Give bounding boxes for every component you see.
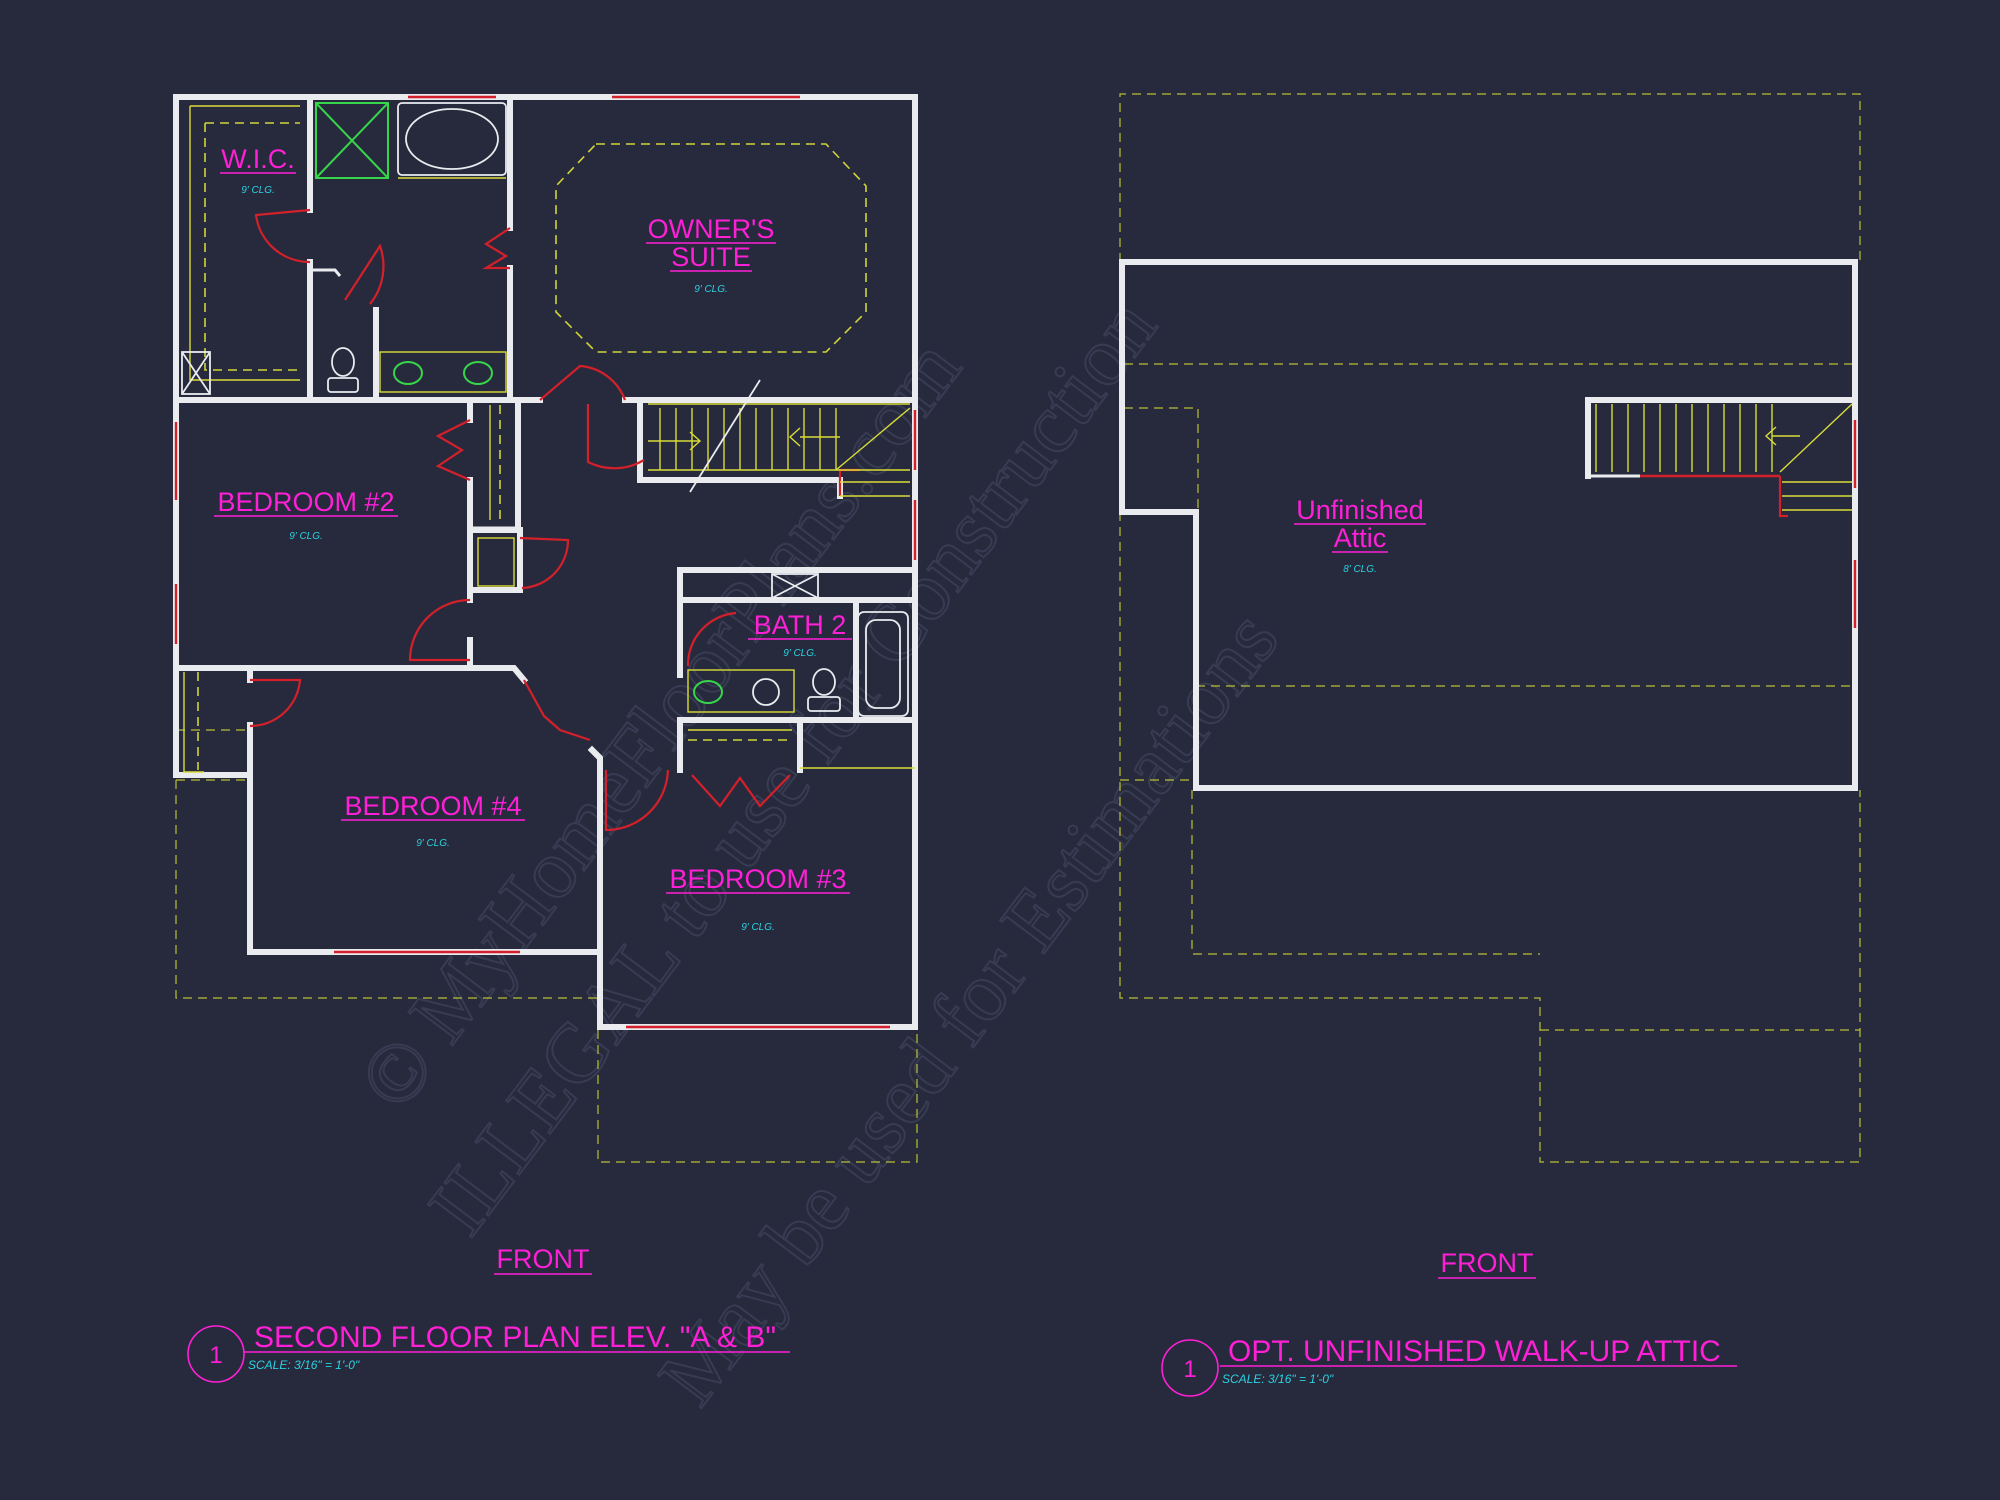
bedroom-4-ceiling-label: 9' CLG. (416, 838, 450, 849)
doors (249, 208, 860, 832)
attic-scale: SCALE: 3/16" = 1'-0" (1222, 1372, 1334, 1386)
bedroom-3-ceiling-label: 9' CLG. (741, 922, 775, 933)
owners-suite-ceiling-label: 9' CLG. (694, 284, 728, 295)
attic-walls (1119, 259, 1858, 791)
second-floor-plan: W.I.C. 9' CLG. OWNER'S SUITE 9' CLG. BED… (173, 94, 918, 1383)
bedroom-2-label: BEDROOM #2 (217, 487, 394, 517)
wic-label: W.I.C. (221, 144, 295, 174)
owners-suite-label-line-2: SUITE (671, 242, 751, 272)
bedroom-4-label: BEDROOM #4 (344, 791, 521, 821)
second-floor-title: SECOND FLOOR PLAN ELEV. "A & B" (254, 1321, 776, 1354)
second-floor-title-block: 1 SECOND FLOOR PLAN ELEV. "A & B" SCALE:… (187, 1321, 790, 1383)
owners-suite-label-line-1: OWNER'S (648, 214, 775, 244)
tray-ceiling-outline (555, 143, 867, 353)
attic-title-block: 1 OPT. UNFINISHED WALK-UP ATTIC SCALE: 3… (1161, 1335, 1737, 1397)
attic-label-line-2: Attic (1334, 523, 1387, 553)
bedroom-2-ceiling-label: 9' CLG. (289, 531, 323, 542)
second-floor-scale: SCALE: 3/16" = 1'-0" (248, 1358, 360, 1372)
bedroom-3-label: BEDROOM #3 (669, 864, 846, 894)
fixtures (181, 102, 915, 773)
second-floor-front-label: FRONT (497, 1244, 590, 1274)
wic-ceiling-label: 9' CLG. (241, 185, 275, 196)
room-labels: W.I.C. 9' CLG. OWNER'S SUITE 9' CLG. BED… (214, 144, 852, 933)
attic-windows (1640, 420, 1857, 628)
attic-roof-lines (1119, 93, 1861, 1163)
windows (174, 95, 917, 1029)
second-floor-detail-number: 1 (209, 1342, 222, 1369)
attic-plan: Unfinished Attic 8' CLG. FRONT 1 OPT. UN… (1119, 93, 1861, 1397)
stair (648, 379, 911, 497)
roof-overhang-lines (175, 729, 918, 1163)
attic-detail-number: 1 (1183, 1356, 1196, 1383)
watermark-line-2: ILLEGAL to use for Construction (411, 281, 1174, 1251)
attic-label-line-1: Unfinished (1296, 495, 1424, 525)
attic-room-label: Unfinished Attic 8' CLG. (1294, 495, 1426, 575)
watermark: © MyHomeFloorPlans.com ILLEGAL to use fo… (340, 280, 1298, 1422)
attic-ceiling-label: 8' CLG. (1343, 564, 1377, 575)
attic-title: OPT. UNFINISHED WALK-UP ATTIC (1228, 1335, 1721, 1368)
attic-front-label: FRONT (1441, 1248, 1534, 1278)
bath-2-label: BATH 2 (754, 610, 847, 640)
bath-2-ceiling-label: 9' CLG. (783, 648, 817, 659)
attic-stair (1595, 403, 1853, 511)
